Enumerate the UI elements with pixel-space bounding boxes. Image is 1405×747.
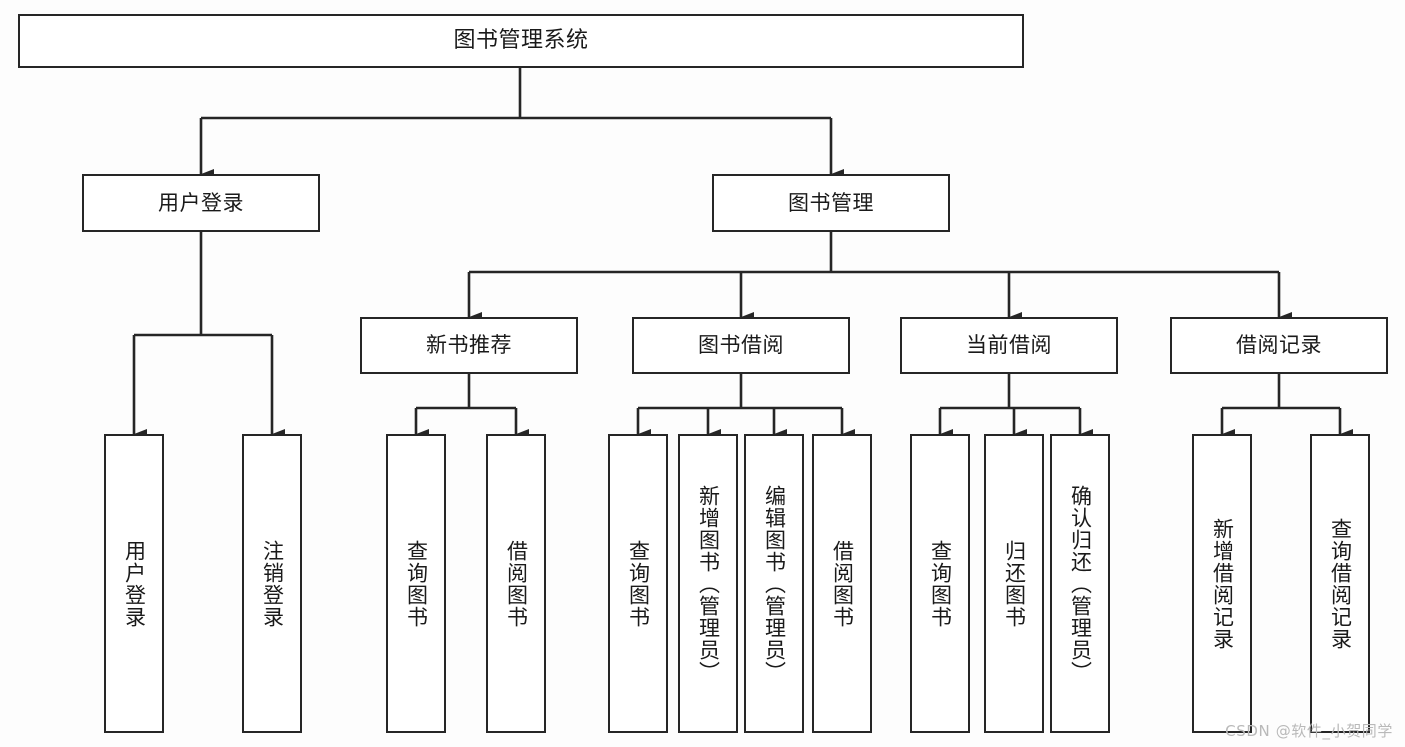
node-label: 归还图书 (1002, 539, 1027, 628)
node-label: 查询图书 (928, 539, 953, 628)
node-leaf-add-borrow-record[interactable]: 新增借阅记录 (1192, 434, 1252, 733)
node-label: 借阅图书 (504, 539, 529, 628)
node-label: 图书管理 (788, 190, 874, 215)
node-leaf-logout-login[interactable]: 注销登录 (242, 434, 302, 733)
node-leaf-add-book-admin[interactable]: 新增图书（管理员） (678, 434, 738, 733)
node-label: 注销登录 (260, 539, 285, 628)
node-label: 新书推荐 (426, 333, 512, 357)
node-leaf-user-login[interactable]: 用户登录 (104, 434, 164, 733)
node-leaf-borrow-book-1[interactable]: 借阅图书 (486, 434, 546, 733)
node-label: 查询图书 (626, 539, 651, 628)
node-leaf-query-book-3[interactable]: 查询图书 (910, 434, 970, 733)
node-leaf-return-book[interactable]: 归还图书 (984, 434, 1044, 733)
node-leaf-query-book-1[interactable]: 查询图书 (386, 434, 446, 733)
node-label: 新增借阅记录 (1210, 517, 1235, 650)
node-label: 图书管理系统 (453, 28, 589, 53)
node-book-manage[interactable]: 图书管理 (712, 174, 950, 232)
node-label: 用户登录 (158, 190, 244, 215)
node-user-login[interactable]: 用户登录 (82, 174, 320, 232)
node-label: 借阅图书 (830, 539, 855, 628)
node-root[interactable]: 图书管理系统 (18, 14, 1024, 68)
node-leaf-confirm-return-admin[interactable]: 确认归还（管理员） (1050, 434, 1110, 733)
node-leaf-query-borrow-record[interactable]: 查询借阅记录 (1310, 434, 1370, 733)
node-leaf-query-book-2[interactable]: 查询图书 (608, 434, 668, 733)
connector-group (132, 68, 1353, 440)
node-label: 当前借阅 (966, 333, 1052, 357)
node-borrow-record[interactable]: 借阅记录 (1170, 317, 1388, 374)
node-new-book-recommend[interactable]: 新书推荐 (360, 317, 578, 374)
node-label: 借阅记录 (1236, 333, 1322, 357)
node-current-borrow[interactable]: 当前借阅 (900, 317, 1118, 374)
node-label: 图书借阅 (698, 333, 784, 357)
node-label: 编辑图书（管理员） (762, 484, 787, 683)
node-leaf-edit-book-admin[interactable]: 编辑图书（管理员） (744, 434, 804, 733)
node-label: 查询借阅记录 (1328, 517, 1353, 650)
node-book-borrow[interactable]: 图书借阅 (632, 317, 850, 374)
node-label: 新增图书（管理员） (696, 484, 721, 683)
node-label: 查询图书 (404, 539, 429, 628)
node-leaf-borrow-book-2[interactable]: 借阅图书 (812, 434, 872, 733)
node-label: 用户登录 (122, 539, 147, 628)
node-label: 确认归还（管理员） (1068, 484, 1093, 683)
